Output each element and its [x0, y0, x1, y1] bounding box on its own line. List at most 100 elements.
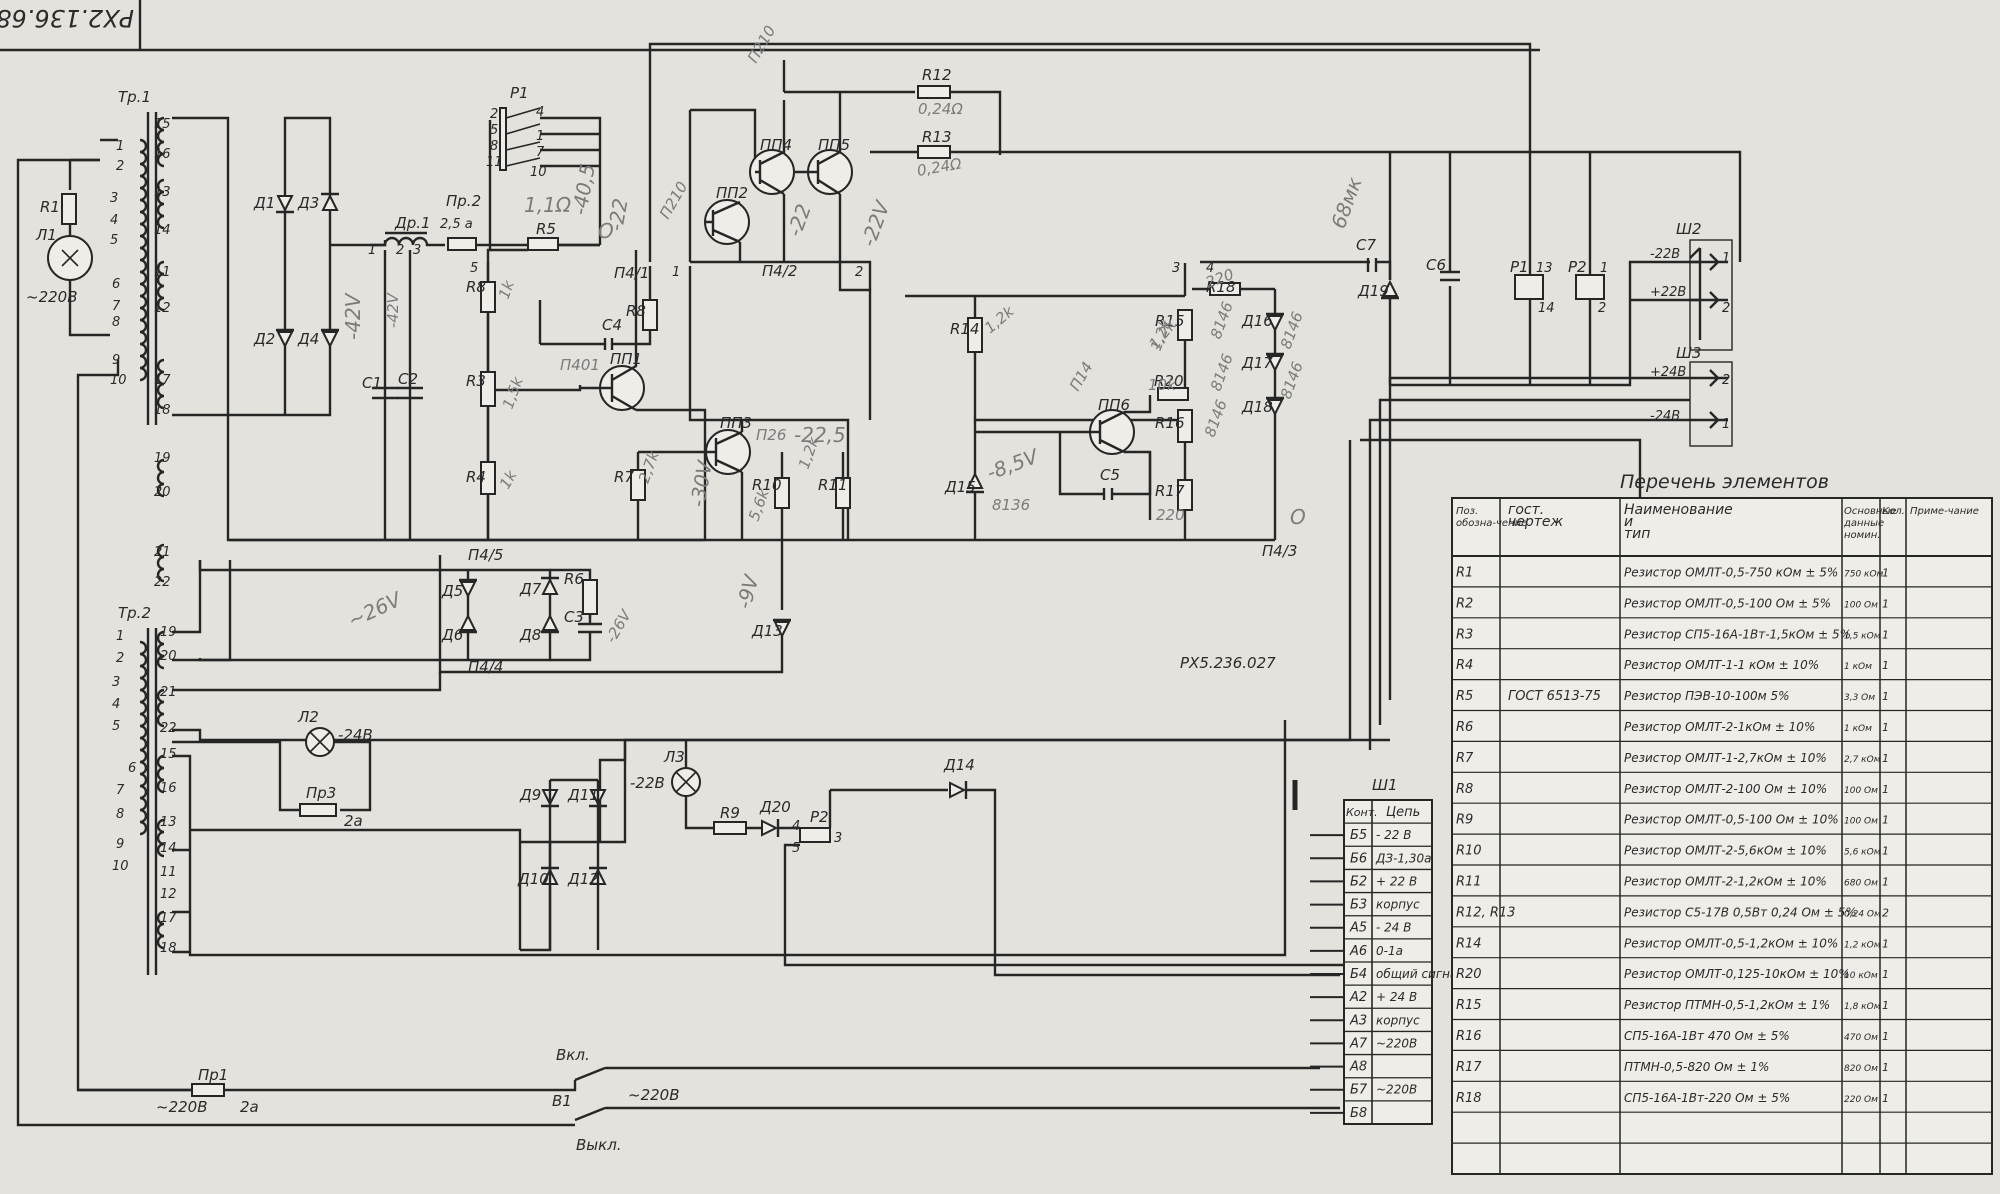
bom-header-cell: Основные	[1844, 506, 1897, 517]
sh1-contact[interactable]: Б2	[1350, 874, 1367, 889]
tr2-pin: 14	[160, 841, 177, 856]
drawing-stamp: РХ2.136.687сх	[0, 4, 134, 32]
choke-pin: 3	[413, 243, 421, 258]
l3-label: Л3	[663, 748, 685, 766]
tr1-pin: 15	[154, 117, 171, 132]
sh1-contact[interactable]: Б4	[1350, 967, 1367, 982]
relay-p2-contact	[799, 827, 831, 843]
note: 0,24Ω	[918, 100, 963, 118]
sh1-contact[interactable]: А5	[1349, 921, 1367, 936]
node-label: 3	[1172, 261, 1180, 276]
p4-1-label: П4/1	[614, 264, 649, 282]
node-label: 5	[792, 841, 800, 856]
bom-cell: ПТМН-0,5-820 Ом ± 1%	[1624, 1060, 1769, 1074]
bom-cell: R14	[1456, 936, 1482, 951]
note: 1k	[495, 277, 519, 302]
d18-label: Д18	[1241, 398, 1273, 416]
p1-pin: 4	[536, 105, 544, 120]
bom-header-cell: номин.	[1844, 530, 1880, 541]
bom-cell: Резистор СП5-16А-1Вт-1,5кОм ± 5%	[1624, 627, 1851, 641]
bom-cell: R2	[1456, 596, 1473, 611]
node-label: 1	[672, 265, 680, 280]
tr2-pin: 15	[160, 747, 177, 762]
r12-label: R12	[922, 66, 952, 84]
p2-label: Р2	[810, 808, 829, 826]
r4-label: R4	[466, 468, 486, 486]
sh1-circuit: 0-1а	[1376, 944, 1403, 958]
resistor-r12	[917, 85, 951, 99]
bom-cell: 1	[1882, 659, 1889, 672]
p4-2-label: П4/2	[762, 262, 797, 280]
d1-label: Д1	[253, 194, 275, 212]
tr2-pin: 18	[160, 941, 177, 956]
diode-d6-icon	[459, 613, 477, 631]
relay-p1-contacts: Р1 2 5 8 11 4 1 7 10 R5 5	[470, 84, 602, 540]
sh1-contact[interactable]: А3	[1349, 1013, 1367, 1028]
bom-cell: 1	[1882, 690, 1889, 703]
d13-label: Д13	[751, 622, 783, 640]
tr1-pin: 6	[112, 277, 120, 292]
bom-cell: 1	[1882, 1030, 1889, 1043]
dr1-label: Др.1	[394, 214, 431, 232]
sh1-contact[interactable]: Б5	[1350, 828, 1367, 843]
sh1-contact[interactable]: Б6	[1350, 851, 1367, 866]
note: 10k	[1148, 376, 1177, 394]
tr2-pin: 1	[116, 629, 124, 644]
tr1-pin: 4	[110, 213, 118, 228]
tr1-pin: 9	[112, 353, 120, 368]
sh1-contact[interactable]: Б8	[1350, 1106, 1367, 1121]
bom-cell: 680 Ом	[1844, 878, 1878, 888]
diode-d14-icon	[949, 781, 967, 799]
note: -42V	[384, 292, 402, 328]
node-label: 2	[1598, 301, 1606, 316]
bom-header-cell: Кол.	[1882, 506, 1905, 517]
sh1-contact[interactable]: А8	[1349, 1060, 1367, 1075]
d3-label: Д3	[297, 194, 319, 212]
p4-5-label: П4/5	[468, 546, 503, 564]
tr1-pin: 17	[154, 373, 171, 388]
sh1-header-circuit: Цепь	[1386, 805, 1420, 820]
bom-cell: 2	[1882, 906, 1889, 919]
sh1-contact[interactable]: А2	[1349, 990, 1367, 1005]
node-label: 4	[1206, 261, 1214, 276]
tr2-pin: 16	[160, 781, 177, 796]
tr1-pin: 18	[154, 403, 171, 418]
bom-cell: 5,6 кОм	[1844, 848, 1881, 858]
bom-cell: СП5-16А-1Вт 470 Ом ± 5%	[1624, 1029, 1790, 1043]
sh1-contact[interactable]: А6	[1349, 944, 1367, 959]
note: -42V	[341, 292, 365, 340]
bom-cell: Резистор ОМЛТ-2-1кОм ± 10%	[1624, 720, 1815, 734]
bom-cell: Резистор ОМЛТ-0,125-10кОм ± 10%	[1624, 967, 1850, 981]
bom-cell: 1	[1882, 999, 1889, 1012]
sh1-contact[interactable]: Б3	[1350, 898, 1367, 913]
bom-title: Перечень элементов	[1620, 471, 1829, 493]
r10-label: R10	[752, 476, 782, 494]
mains-switch: Пр1 2а ~220В Вкл. Выкл. В1 ~220В	[78, 1046, 1340, 1154]
bom-header-cell: и	[1624, 514, 1633, 530]
tr2-pin: 21	[160, 685, 177, 700]
vykl-label: Выкл.	[576, 1136, 622, 1154]
bom-header-cell: гост.	[1508, 502, 1544, 518]
sh1-header-contact: Конт.	[1346, 806, 1378, 819]
note: -22	[603, 197, 632, 233]
p4-4-label: П4/4	[468, 658, 503, 676]
bom-cell: Резистор С5-17В 0,5Вт 0,24 Ом ± 5%	[1624, 905, 1857, 919]
bom-cell: 470 Ом	[1844, 1033, 1878, 1043]
node-label: 1	[1722, 251, 1730, 266]
d8-label: Д8	[519, 626, 541, 644]
sh1-circuit: общий сигнал	[1376, 967, 1465, 981]
diode-d19-icon	[1381, 279, 1399, 297]
sh1-contact[interactable]: А7	[1349, 1036, 1368, 1051]
sh1-contact[interactable]: Б7	[1350, 1083, 1368, 1098]
resistor-r6	[582, 579, 598, 615]
sh1-circuit: + 24 В	[1376, 990, 1417, 1004]
resistor-r15	[1177, 309, 1193, 341]
resistor-r8	[480, 281, 496, 313]
bom-header-cell: Поз.	[1456, 506, 1478, 517]
p4-3-label: П4/3	[1262, 542, 1297, 560]
tr2-pin: 17	[160, 911, 177, 926]
d14-label: Д14	[943, 756, 975, 774]
